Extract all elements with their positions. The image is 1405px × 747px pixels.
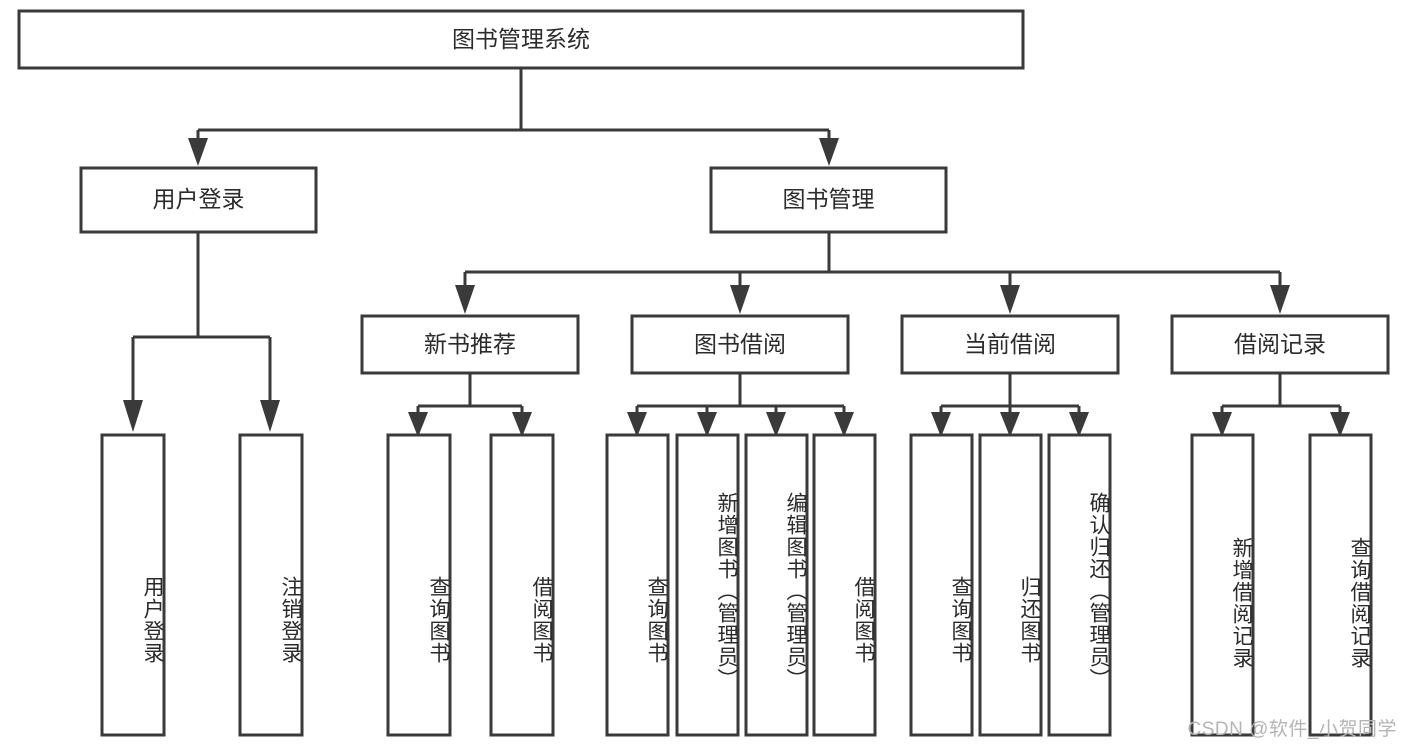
watermark-text: CSDN @软件_小贺同学 — [1187, 719, 1397, 740]
arrow-head-current-borrow — [1000, 285, 1020, 314]
node-box-leaf-bb-borrow-book[interactable] — [812, 433, 877, 737]
node-box-leaf-bb-query-book[interactable] — [605, 433, 670, 737]
arrow-head-book-borrow — [730, 285, 750, 314]
arrow-head-borrow-record — [1270, 285, 1290, 314]
node-box-leaf-user-login[interactable] — [100, 433, 166, 737]
node-box-root[interactable] — [17, 9, 1025, 70]
node-box-current-borrow[interactable] — [900, 314, 1120, 375]
arrow-head-br-leaf-2 — [1330, 412, 1350, 437]
arrow-head-bb-leaf-1 — [627, 412, 647, 437]
node-box-leaf-nbr-query-book[interactable] — [386, 433, 452, 737]
arrow-head-bb-leaf-3 — [766, 412, 786, 437]
arrow-head-leaf-logout — [260, 400, 280, 432]
node-box-leaf-bb-edit-book[interactable] — [744, 433, 809, 737]
arrow-head-br-leaf-1 — [1212, 412, 1232, 437]
arrow-head-nbr-leaf-1 — [408, 412, 428, 437]
node-box-new-book-recommend[interactable] — [360, 314, 580, 375]
node-box-leaf-bb-add-book[interactable] — [675, 433, 740, 737]
node-box-leaf-br-query-record[interactable] — [1308, 433, 1373, 737]
arrow-head-bb-leaf-4 — [834, 412, 854, 437]
arrow-head-bb-leaf-2 — [697, 412, 717, 437]
node-box-leaf-cb-confirm-return[interactable] — [1047, 433, 1112, 737]
node-box-user-login[interactable] — [79, 166, 318, 234]
node-box-book-management[interactable] — [709, 166, 948, 234]
node-box-leaf-logout[interactable] — [238, 433, 304, 737]
node-box-leaf-br-add-record[interactable] — [1190, 433, 1255, 737]
arrow-head-user-login — [188, 138, 208, 166]
arrow-head-cb-leaf-1 — [931, 412, 951, 437]
node-box-leaf-cb-query-book[interactable] — [909, 433, 974, 737]
arrow-head-nbr-leaf-2 — [512, 412, 532, 437]
arrow-head-new-book-recommend — [455, 285, 475, 314]
arrow-head-book-mgmt — [819, 138, 839, 166]
node-box-borrow-record[interactable] — [1170, 314, 1390, 375]
node-box-leaf-cb-return-book[interactable] — [978, 433, 1043, 737]
arrow-head-cb-leaf-2 — [1000, 412, 1020, 437]
arrow-head-leaf-user-login — [123, 400, 143, 432]
node-box-book-borrow[interactable] — [630, 314, 850, 375]
arrow-head-cb-leaf-3 — [1069, 412, 1089, 437]
node-box-leaf-nbr-borrow-book[interactable] — [489, 433, 555, 737]
